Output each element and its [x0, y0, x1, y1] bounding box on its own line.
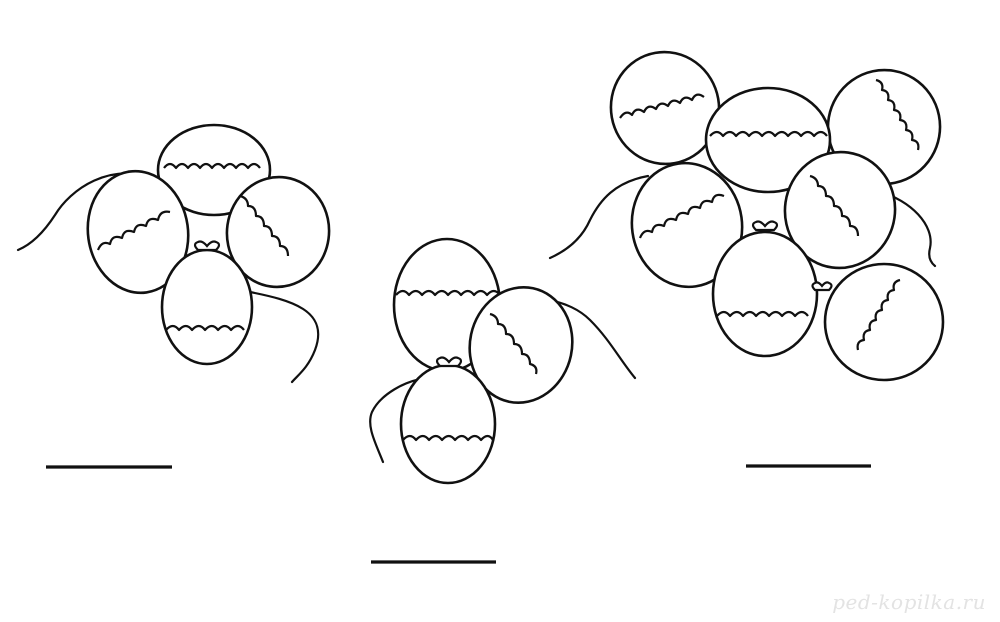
balloon-bunch-right: [548, 50, 945, 382]
balloon: [609, 50, 721, 166]
balloon: [160, 240, 254, 366]
balloon: [823, 262, 945, 382]
balloon-string: [248, 290, 320, 384]
balloon: [86, 169, 190, 295]
balloon: [468, 285, 574, 405]
balloon-string: [369, 376, 430, 464]
balloon: [399, 356, 497, 485]
balloon: [704, 86, 832, 194]
balloon: [225, 175, 331, 289]
balloon-string: [548, 174, 650, 260]
balloon-bunch-left: [16, 123, 331, 384]
balloon: [630, 161, 744, 289]
balloon: [711, 220, 833, 358]
balloon-bunch-middle: [369, 237, 637, 485]
balloon: [783, 150, 897, 270]
watermark-text: ped-kopilka.ru: [832, 590, 986, 614]
balloon-string: [878, 190, 937, 268]
